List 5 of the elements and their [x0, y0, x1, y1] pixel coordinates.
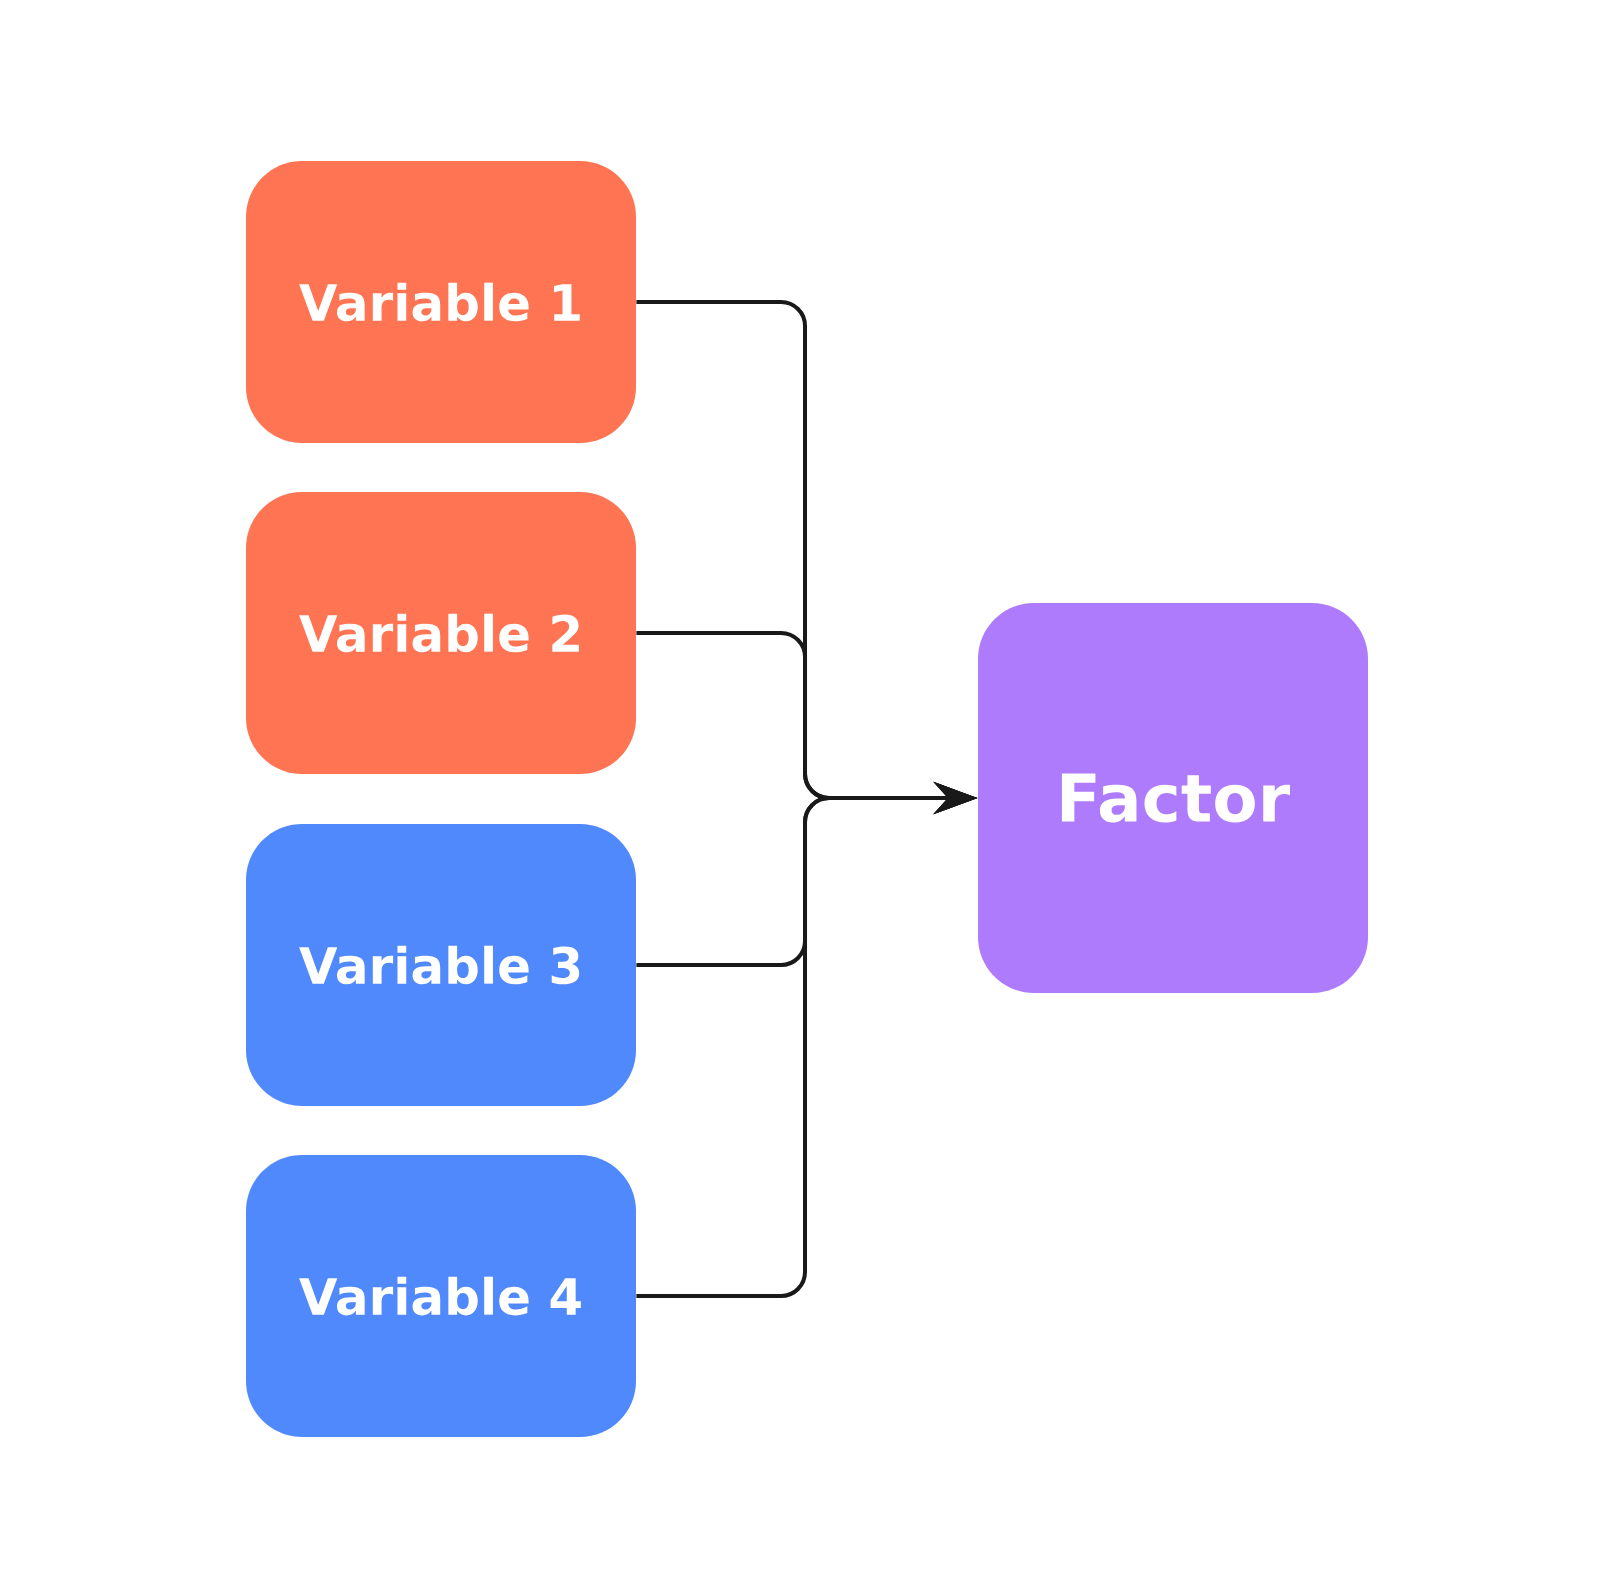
variable-box: Variable 2 [246, 492, 636, 774]
variable-box: Variable 4 [246, 1155, 636, 1437]
variable-box: Variable 3 [246, 824, 636, 1106]
factor-box: Factor [978, 603, 1368, 993]
variable-box: Variable 1 [246, 161, 636, 443]
